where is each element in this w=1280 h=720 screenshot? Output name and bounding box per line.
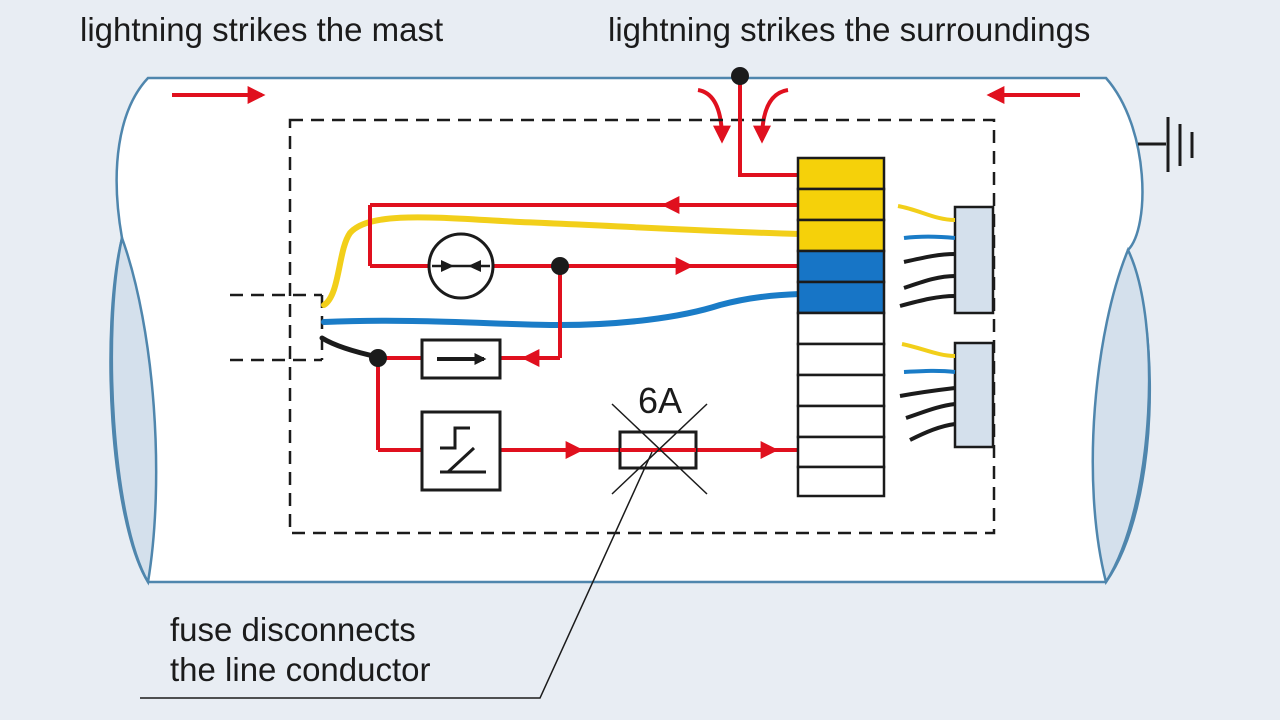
mast-strike-caption: lightning strikes the mast [80,11,444,48]
mast-current-arrows [172,86,1080,144]
fuse-note-line-1: fuse disconnects [170,611,416,648]
device-upper [897,204,995,315]
fuse-rating: 6A [638,380,682,421]
terminal-block [796,156,886,498]
fuse-cross-b [611,403,708,495]
fuse-note: fuse disconnects the line conductor [170,610,431,690]
fuse-note-line-2: the line conductor [170,651,431,688]
neutral-conductor-blue [321,291,803,329]
mast-top-node [731,67,749,85]
ground-icon [1138,117,1194,172]
arrow-curl-right [753,88,789,144]
spark-gap-icon [427,232,495,300]
arrow-curl-left [697,88,731,144]
device-lower [899,341,995,449]
line-conductor-yellow [321,214,803,308]
fuse-icon: 6A [611,380,708,495]
junction-node [551,257,569,275]
fuse-leader-line [140,451,653,699]
diode-icon [420,338,502,380]
surroundings-strike-caption: lightning strikes the surroundings [608,11,1091,48]
breaker-icon [420,410,502,492]
control-box-enclosure [288,118,996,535]
mast-right-shading [1091,246,1151,586]
earth-node [369,349,387,367]
mast-left-shading [110,233,158,586]
